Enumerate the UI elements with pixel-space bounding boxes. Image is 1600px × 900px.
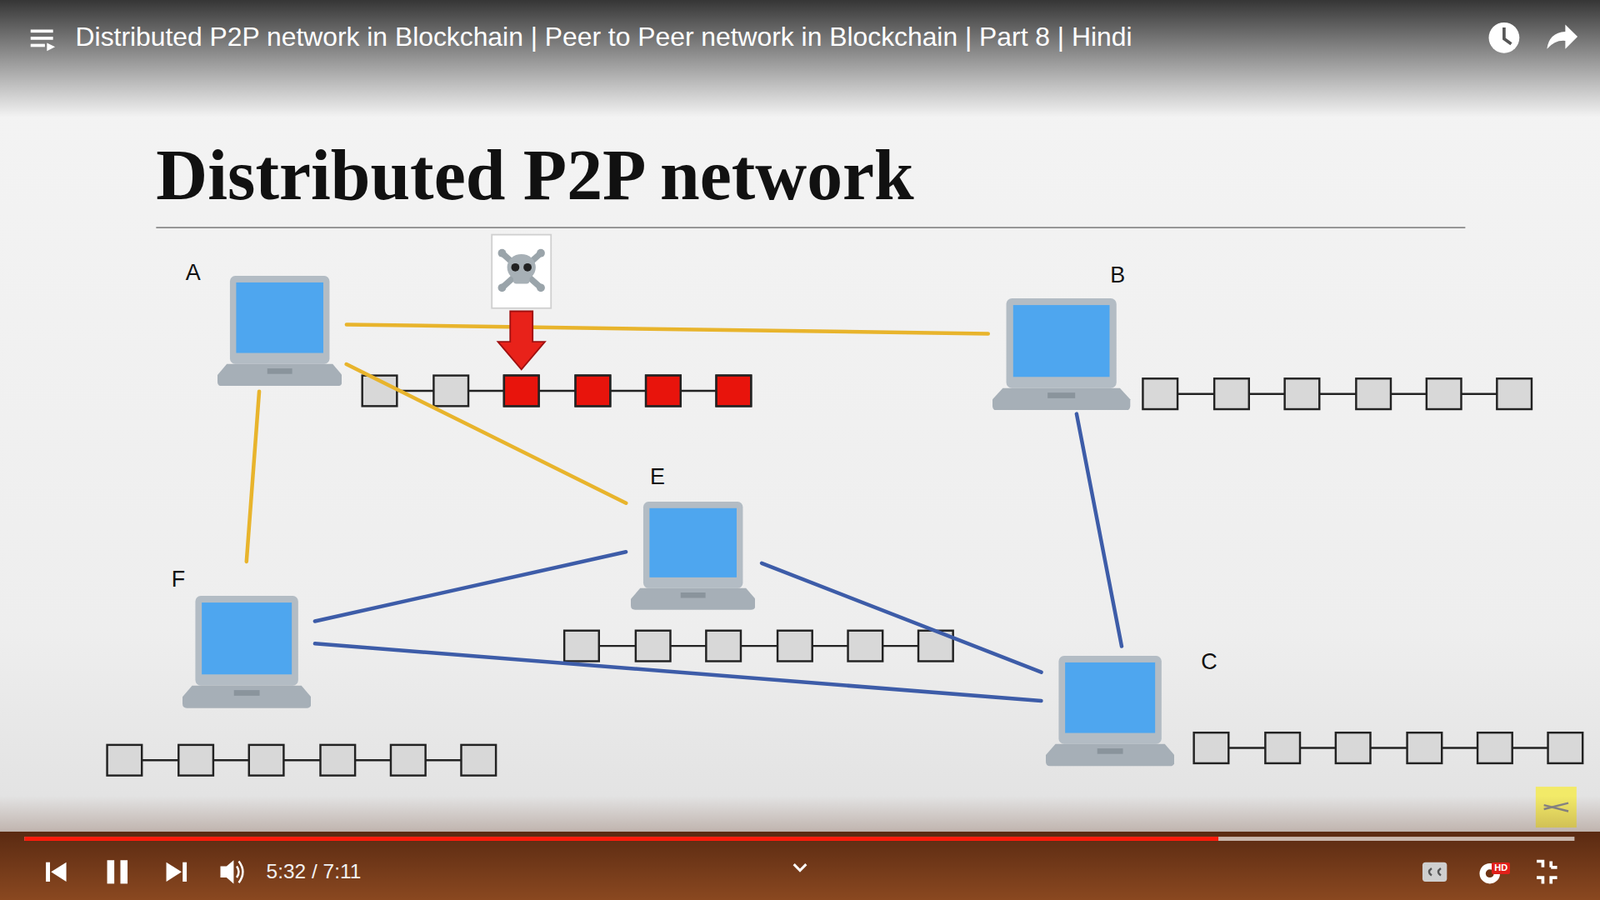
playlist-icon bbox=[46, 42, 55, 51]
progress-track bbox=[24, 836, 1575, 841]
playlist-icon bbox=[30, 36, 54, 40]
network-link bbox=[1076, 414, 1122, 647]
laptop-icon bbox=[217, 275, 342, 386]
captions-icon bbox=[1429, 868, 1441, 876]
time-display-wrap: 5:32 / 7:11 bbox=[266, 859, 362, 884]
bottom-fade bbox=[0, 795, 1600, 833]
next-icon bbox=[166, 862, 182, 882]
peer-node: E bbox=[627, 460, 760, 612]
captions-icon bbox=[1422, 862, 1447, 882]
pause-icon bbox=[107, 860, 115, 884]
laptop-icon bbox=[182, 595, 311, 709]
tampered-block bbox=[504, 375, 540, 407]
previous-icon bbox=[50, 862, 66, 882]
watch-later-icon bbox=[1489, 22, 1520, 54]
peer-node: B bbox=[990, 257, 1133, 413]
top-shade bbox=[0, 0, 1600, 118]
network-link bbox=[315, 643, 1042, 701]
network-link bbox=[315, 551, 626, 621]
volume-icon bbox=[220, 860, 234, 884]
skull-icon bbox=[498, 249, 545, 292]
fullscreen-exit-icon bbox=[1536, 860, 1557, 884]
skull-card bbox=[491, 235, 551, 309]
title-block: Distributed P2P network bbox=[155, 140, 914, 212]
hd-badge: HD bbox=[1491, 862, 1510, 874]
previous-icon bbox=[45, 862, 50, 882]
node-label: E bbox=[650, 465, 665, 490]
network-link bbox=[761, 563, 1041, 673]
hd-badge-wrap: HD bbox=[1491, 862, 1510, 874]
playlist-icon bbox=[30, 44, 45, 48]
network-link bbox=[346, 325, 989, 335]
watch-later-icon bbox=[1504, 27, 1512, 45]
blockchain bbox=[1142, 378, 1532, 410]
video-title: Distributed P2P network in Blockchain | … bbox=[75, 20, 1133, 53]
red-arrow bbox=[498, 310, 545, 370]
laptop-icon bbox=[1045, 655, 1175, 766]
volume-icon bbox=[236, 866, 239, 878]
chevron-icon bbox=[794, 864, 807, 870]
network-link bbox=[346, 364, 627, 504]
tampered-block bbox=[716, 375, 752, 407]
tampered-block bbox=[575, 375, 611, 407]
volume-icon bbox=[239, 860, 244, 883]
peer-node: A bbox=[183, 257, 345, 390]
next-icon bbox=[182, 862, 187, 882]
blockchain bbox=[564, 630, 954, 662]
title-rule bbox=[155, 226, 1465, 229]
playlist-icon bbox=[30, 30, 54, 34]
laptop-icon bbox=[630, 501, 755, 610]
slide-title: Distributed P2P network bbox=[155, 140, 914, 212]
blockchain bbox=[1194, 732, 1584, 764]
node-label: C bbox=[1200, 650, 1217, 675]
peer-node: F bbox=[168, 563, 314, 713]
node-label: B bbox=[1110, 263, 1125, 289]
progress-played bbox=[24, 836, 1219, 841]
peer-node: C bbox=[1042, 648, 1225, 769]
time-display: 5:32 / 7:11 bbox=[266, 859, 362, 884]
node-label: F bbox=[171, 567, 185, 593]
network-link bbox=[246, 391, 260, 562]
laptop-icon bbox=[992, 298, 1130, 411]
share-icon bbox=[1546, 24, 1578, 49]
control-bar bbox=[0, 831, 1600, 900]
video-title-wrap: Distributed P2P network in Blockchain | … bbox=[75, 20, 1133, 53]
tampered-block bbox=[645, 375, 681, 407]
node-label: A bbox=[185, 260, 201, 286]
blockchain bbox=[107, 745, 497, 776]
pause-icon bbox=[120, 860, 128, 884]
player-icons bbox=[30, 22, 1578, 884]
